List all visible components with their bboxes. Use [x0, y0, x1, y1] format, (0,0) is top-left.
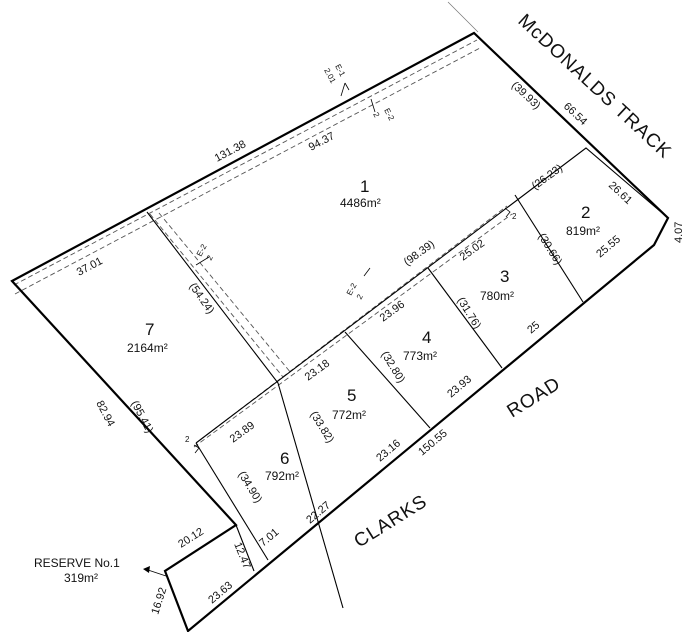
corner-marker-2b: 2: [185, 435, 190, 444]
dim-94-37: 94.37: [307, 130, 337, 154]
reserve-arrowhead: [143, 566, 150, 573]
easement-e1-arrow: [340, 82, 346, 97]
dim-23-18: 23.18: [303, 358, 332, 384]
lot-6-number: 6: [280, 449, 289, 468]
lot-6-area: 792m²: [265, 469, 299, 483]
easement-e2-width: 2: [371, 111, 381, 120]
dim-26-23: (26.23): [530, 162, 565, 192]
road-name-road: ROAD: [504, 373, 565, 422]
dim-54-24: (54.24): [187, 281, 217, 316]
lot-7-area: 2164m²: [127, 341, 168, 355]
easement-e2b-width: 2: [205, 253, 215, 262]
lot-5-area: 772m²: [332, 408, 366, 422]
dim-23-63: 23.63: [206, 579, 235, 606]
lot-3-number: 3: [500, 267, 509, 286]
lot-labels: 1 4486m² 2 819m² 3 780m² 4 773m² 5 772m²…: [127, 177, 600, 483]
dim-16-92: 16.92: [149, 586, 169, 616]
easement-e2-label: E-2: [382, 107, 396, 123]
lot-5-number: 5: [347, 386, 356, 405]
corner-marker-2a: 2: [512, 212, 517, 221]
parcel-boundary: [10, 31, 670, 632]
easement-e2-arrow: [370, 98, 376, 113]
dim-66-54: 66.54: [561, 100, 589, 128]
dim-39-93: (39.93): [509, 79, 543, 112]
road-name-mcdonalds-track: McDONALDS TRACK: [514, 10, 676, 163]
reserve-area: 319m²: [64, 571, 98, 585]
dim-4-07: 4.07: [673, 222, 684, 243]
track-reserve-line: [447, 1, 479, 33]
dim-30-66: (30.66): [535, 231, 564, 267]
dim-25: 25: [525, 319, 542, 336]
lot-2-number: 2: [581, 203, 590, 222]
dim-95-41: (95.41): [128, 399, 155, 435]
lot-lines: [146, 147, 669, 609]
dim-31-76: (31.76): [454, 295, 483, 331]
road-name-clarks: CLARKS: [351, 491, 432, 552]
dim-12-47: 12.47: [231, 541, 252, 571]
lot-7-number: 7: [145, 320, 154, 339]
lot-1-area: 4486m²: [340, 196, 381, 210]
lot-2-area: 819m²: [566, 224, 600, 238]
reserve-label: RESERVE No.1: [34, 556, 120, 570]
lot-3-area: 780m²: [480, 289, 514, 303]
dim-26-61: 26.61: [606, 179, 634, 207]
easement-e2b-arrow: [195, 256, 210, 266]
easement-e2c-arrow: [363, 267, 371, 277]
easement-e2c-width: 2: [355, 292, 365, 301]
dim-150-55: 150.55: [416, 427, 449, 458]
easement-lines: [13, 39, 513, 448]
lot-1-number: 1: [360, 177, 369, 196]
lot-4-number: 4: [422, 328, 431, 347]
dim-34-90: (34.90): [235, 469, 264, 505]
lot-4-area: 773m²: [403, 349, 437, 363]
dim-131-38: 131.38: [213, 138, 248, 164]
dim-82-94: 82.94: [93, 399, 117, 429]
dim-23-89: 23.89: [228, 420, 257, 446]
dim-37-01: 37.01: [75, 255, 105, 279]
dim-7-01: 7.01: [257, 526, 281, 549]
dim-23-16: 23.16: [374, 437, 403, 464]
